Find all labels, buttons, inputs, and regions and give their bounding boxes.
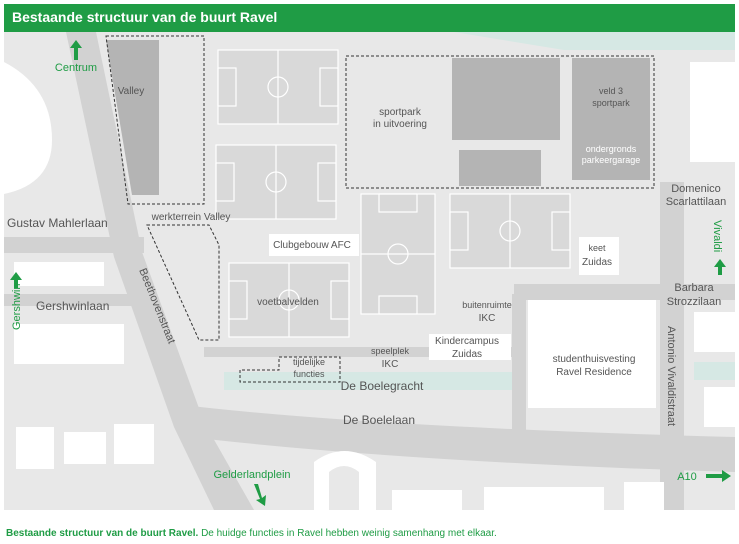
title-bar: Bestaande structuur van de buurt Ravel xyxy=(4,4,735,32)
label-studenthuisvesting-2: Ravel Residence xyxy=(556,367,632,378)
label-vivaldi: Vivaldi xyxy=(711,220,723,252)
arrow-up-icon xyxy=(714,259,726,275)
building-left-4 xyxy=(64,432,106,464)
map-title: Bestaande structuur van de buurt Ravel xyxy=(12,9,278,25)
pitch-2 xyxy=(215,144,337,220)
label-kindercampus-1: Kindercampus xyxy=(435,336,499,347)
street-de-boelelaan: De Boelelaan xyxy=(343,413,415,427)
building-right-1 xyxy=(690,62,735,162)
label-sportpark-2: in uitvoering xyxy=(373,119,427,130)
arrow-a10: A10 xyxy=(677,470,731,483)
road-beethovenstraat xyxy=(66,32,254,510)
label-veld3-2: sportpark xyxy=(592,98,630,108)
block-veld3 xyxy=(572,58,650,180)
pitch-4 xyxy=(360,193,436,315)
street-barbara-2: Strozzilaan xyxy=(667,296,721,308)
building-student xyxy=(528,300,656,408)
label-tijdelijke-2: functies xyxy=(293,369,325,379)
building-bottom-arc xyxy=(314,451,376,510)
label-veld3-1: veld 3 xyxy=(599,86,623,96)
arrow-vivaldi: Vivaldi xyxy=(711,220,726,275)
label-centrum: Centrum xyxy=(55,62,97,74)
label-kindercampus-2: Zuidas xyxy=(452,349,482,360)
label-keet-2: Zuidas xyxy=(582,257,612,268)
road-gershwinlaan xyxy=(4,294,154,306)
street-domenico-2: Scarlattilaan xyxy=(666,196,727,208)
building-clubgebouw xyxy=(269,234,359,256)
road-strozzilaan xyxy=(514,284,735,300)
road-boelelaan xyxy=(174,404,735,472)
outline-tijdelijke xyxy=(239,356,341,383)
water-top xyxy=(454,32,735,50)
road-inner-h xyxy=(204,347,524,357)
street-gershwinlaan: Gershwinlaan xyxy=(36,299,109,313)
label-keet-1: keet xyxy=(588,243,606,253)
building-left-1 xyxy=(14,262,104,286)
label-a10: A10 xyxy=(677,471,697,483)
block-valley xyxy=(106,40,159,195)
label-valley: Valley xyxy=(118,86,145,97)
arrow-up-icon xyxy=(70,40,82,60)
building-bottom-3 xyxy=(624,482,664,510)
label-parkeer-2: parkeergarage xyxy=(582,155,641,165)
street-barbara-1: Barbara xyxy=(674,282,714,294)
building-bottom-2 xyxy=(484,487,604,510)
outline-valley xyxy=(105,35,205,205)
building-left-2 xyxy=(14,324,124,364)
label-tijdelijke-1: tijdelijke xyxy=(293,357,325,367)
arrow-up-icon xyxy=(10,272,22,288)
street-gustav-mahlerlaan: Gustav Mahlerlaan xyxy=(7,216,108,230)
neighbourhood-map: Valley werkterrein Valley Clubgebouw AFC… xyxy=(4,32,735,510)
label-gershwin: Gershwin xyxy=(11,284,23,330)
building-keet xyxy=(579,237,619,275)
water-right xyxy=(694,362,735,380)
label-gelderlandplein: Gelderlandplein xyxy=(213,469,290,481)
caption-lead: Bestaande structuur van de buurt Ravel. xyxy=(6,528,199,539)
label-buitenruimte-1: buitenruimte xyxy=(462,300,512,310)
building-right-2 xyxy=(694,312,735,352)
arrow-gelderlandplein: Gelderlandplein xyxy=(213,469,291,506)
building-kindercampus xyxy=(429,334,511,360)
label-sportpark-1: sportpark xyxy=(379,107,422,118)
road-vivaldistraat xyxy=(660,182,684,510)
street-domenico-1: Domenico xyxy=(671,183,721,195)
street-de-boelegracht: De Boelegracht xyxy=(341,379,424,393)
road-inner xyxy=(512,294,526,434)
street-antonio-vivaldistraat: Antonio Vivaldistraat xyxy=(665,326,677,426)
arrow-gershwin: Gershwin xyxy=(10,272,23,330)
label-voetbalvelden: voetbalvelden xyxy=(257,297,319,308)
label-speelplek-1: speelplek xyxy=(371,346,410,356)
label-clubgebouw: Clubgebouw AFC xyxy=(273,240,351,251)
label-speelplek-2: IKC xyxy=(382,359,399,370)
building-bottom-1 xyxy=(392,490,462,510)
pitch-1 xyxy=(217,49,339,125)
water-boelegracht xyxy=(224,372,514,390)
label-parkeer-1: ondergronds xyxy=(586,144,637,154)
arrow-right-icon xyxy=(706,470,731,482)
pitch-5 xyxy=(449,193,571,269)
road-gustav-mahlerlaan xyxy=(4,237,144,253)
arrow-centrum: Centrum xyxy=(55,40,97,74)
label-buitenruimte-2: IKC xyxy=(479,313,496,324)
block-sportpark-1 xyxy=(452,58,560,140)
map-caption: Bestaande structuur van de buurt Ravel. … xyxy=(6,528,497,539)
label-studenthuisvesting-1: studenthuisvesting xyxy=(553,354,636,365)
building-left-3 xyxy=(16,427,54,469)
building-left-5 xyxy=(114,424,154,464)
outline-werkterrein xyxy=(146,224,220,341)
building-left-arc xyxy=(4,62,52,194)
block-sportpark-2 xyxy=(459,150,541,186)
caption-rest: De huidge functies in Ravel hebben weini… xyxy=(201,528,497,539)
building-right-3 xyxy=(704,387,735,427)
label-werkterrein: werkterrein Valley xyxy=(151,212,231,223)
arrow-down-right-icon xyxy=(254,484,266,506)
